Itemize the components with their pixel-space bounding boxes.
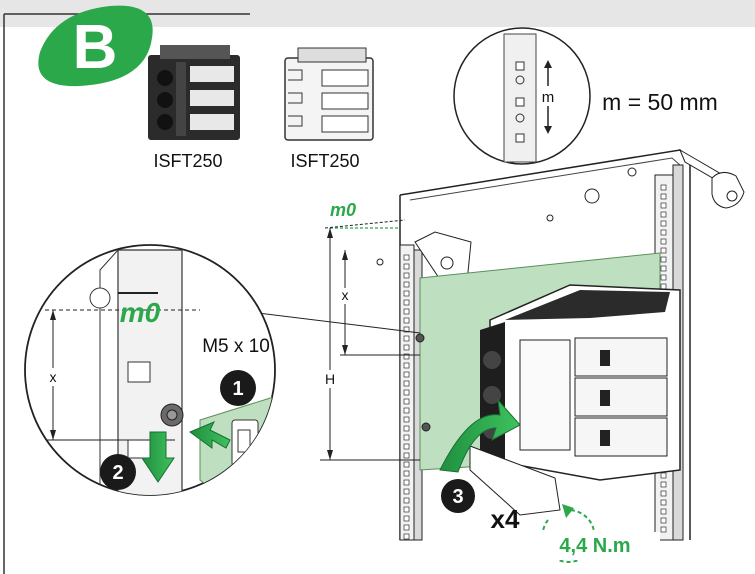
step1-circle [220,370,256,406]
main-dim-h: H [325,371,335,387]
step3-circle [441,479,475,513]
rail-hole [660,238,667,245]
rail-hole [660,184,667,191]
rail-hole [660,274,667,281]
switch-module [480,284,681,481]
main-dimensions [320,219,420,461]
rail-hole [403,407,410,414]
product-image-1 [148,45,240,140]
rail-hole [403,515,410,522]
zoom-origin-label: m0 [120,297,161,328]
insert-arrow [188,421,231,449]
rail-hole [403,524,410,531]
rail-hole [403,434,410,441]
rail-hole [660,220,667,227]
rail-hole [660,202,667,209]
hinge-right [678,148,745,209]
rail-hole [660,193,667,200]
pitch-detail: m [453,27,591,165]
header-strip [130,14,755,27]
slide-down-arrow [141,431,175,483]
rail-hole [403,335,410,342]
left-rail [399,244,423,541]
product-label-2: ISFT250 [290,151,359,171]
rail-hole [403,425,410,432]
product-label-1: ISFT250 [153,151,222,171]
rail-hole [403,254,410,261]
rail-hole [403,488,410,495]
rail-hole [403,479,410,486]
zoom-leader-line [249,311,421,334]
rail-hole [660,229,667,236]
product-image-2 [284,47,374,141]
rail-hole [660,508,667,515]
rail-hole [660,472,667,479]
step2-circle [100,454,136,490]
main-dim-x: x [342,287,349,303]
torque-arc [541,508,596,563]
rail-hole [660,490,667,497]
rail-hole [403,281,410,288]
rail-hole [660,499,667,506]
rail-hole [403,452,410,459]
rail-hole [403,263,410,270]
zoom-dim-x: x [50,369,57,385]
pitch-equation: m = 50 mm [602,89,718,115]
rail-hole [403,362,410,369]
step-badge-letter: B [73,13,118,82]
rail-hole [403,299,410,306]
rail-hole [660,247,667,254]
rail-hole [660,481,667,488]
rotate-arrow [439,398,521,473]
main-origin-label: m0 [330,200,356,220]
rail-hole [403,272,410,279]
rail-hole [403,389,410,396]
step3-number: 3 [452,486,463,508]
rail-hole [403,353,410,360]
rail-hole [403,398,410,405]
rail-hole [403,416,410,423]
step2-number: 2 [112,462,123,484]
rail-hole [403,290,410,297]
step-badge: B [38,5,153,87]
rail-hole [660,283,667,290]
tool-handle [469,445,561,516]
screw-spec: M5 x 10 [202,336,270,357]
rail-screw-bottom [421,422,431,432]
rail-hole [660,211,667,218]
rail-hole [403,326,410,333]
rail-hole [403,497,410,504]
torque-label: 4,4 N.m [559,535,630,557]
rail-hole [403,308,410,315]
rail-hole [403,371,410,378]
quantity-label: x4 [491,504,520,534]
rail-hole [403,317,410,324]
rail-screw-top [415,333,425,343]
pitch-symbol: m [542,89,555,106]
rail-hole [403,344,410,351]
step1-number: 1 [232,378,243,400]
rail-hole [403,470,410,477]
rail-hole [660,256,667,263]
rail-hole [403,380,410,387]
step-badge-shape [38,5,153,87]
rail-hole [403,533,410,540]
rail-hole [403,461,410,468]
rail-hole [660,517,667,524]
torque-arrowhead [562,504,574,518]
torque-label-bg [530,532,660,560]
rail-hole [660,526,667,533]
rail-hole [403,443,410,450]
rail-hole [660,265,667,272]
rail-hole [403,506,410,513]
